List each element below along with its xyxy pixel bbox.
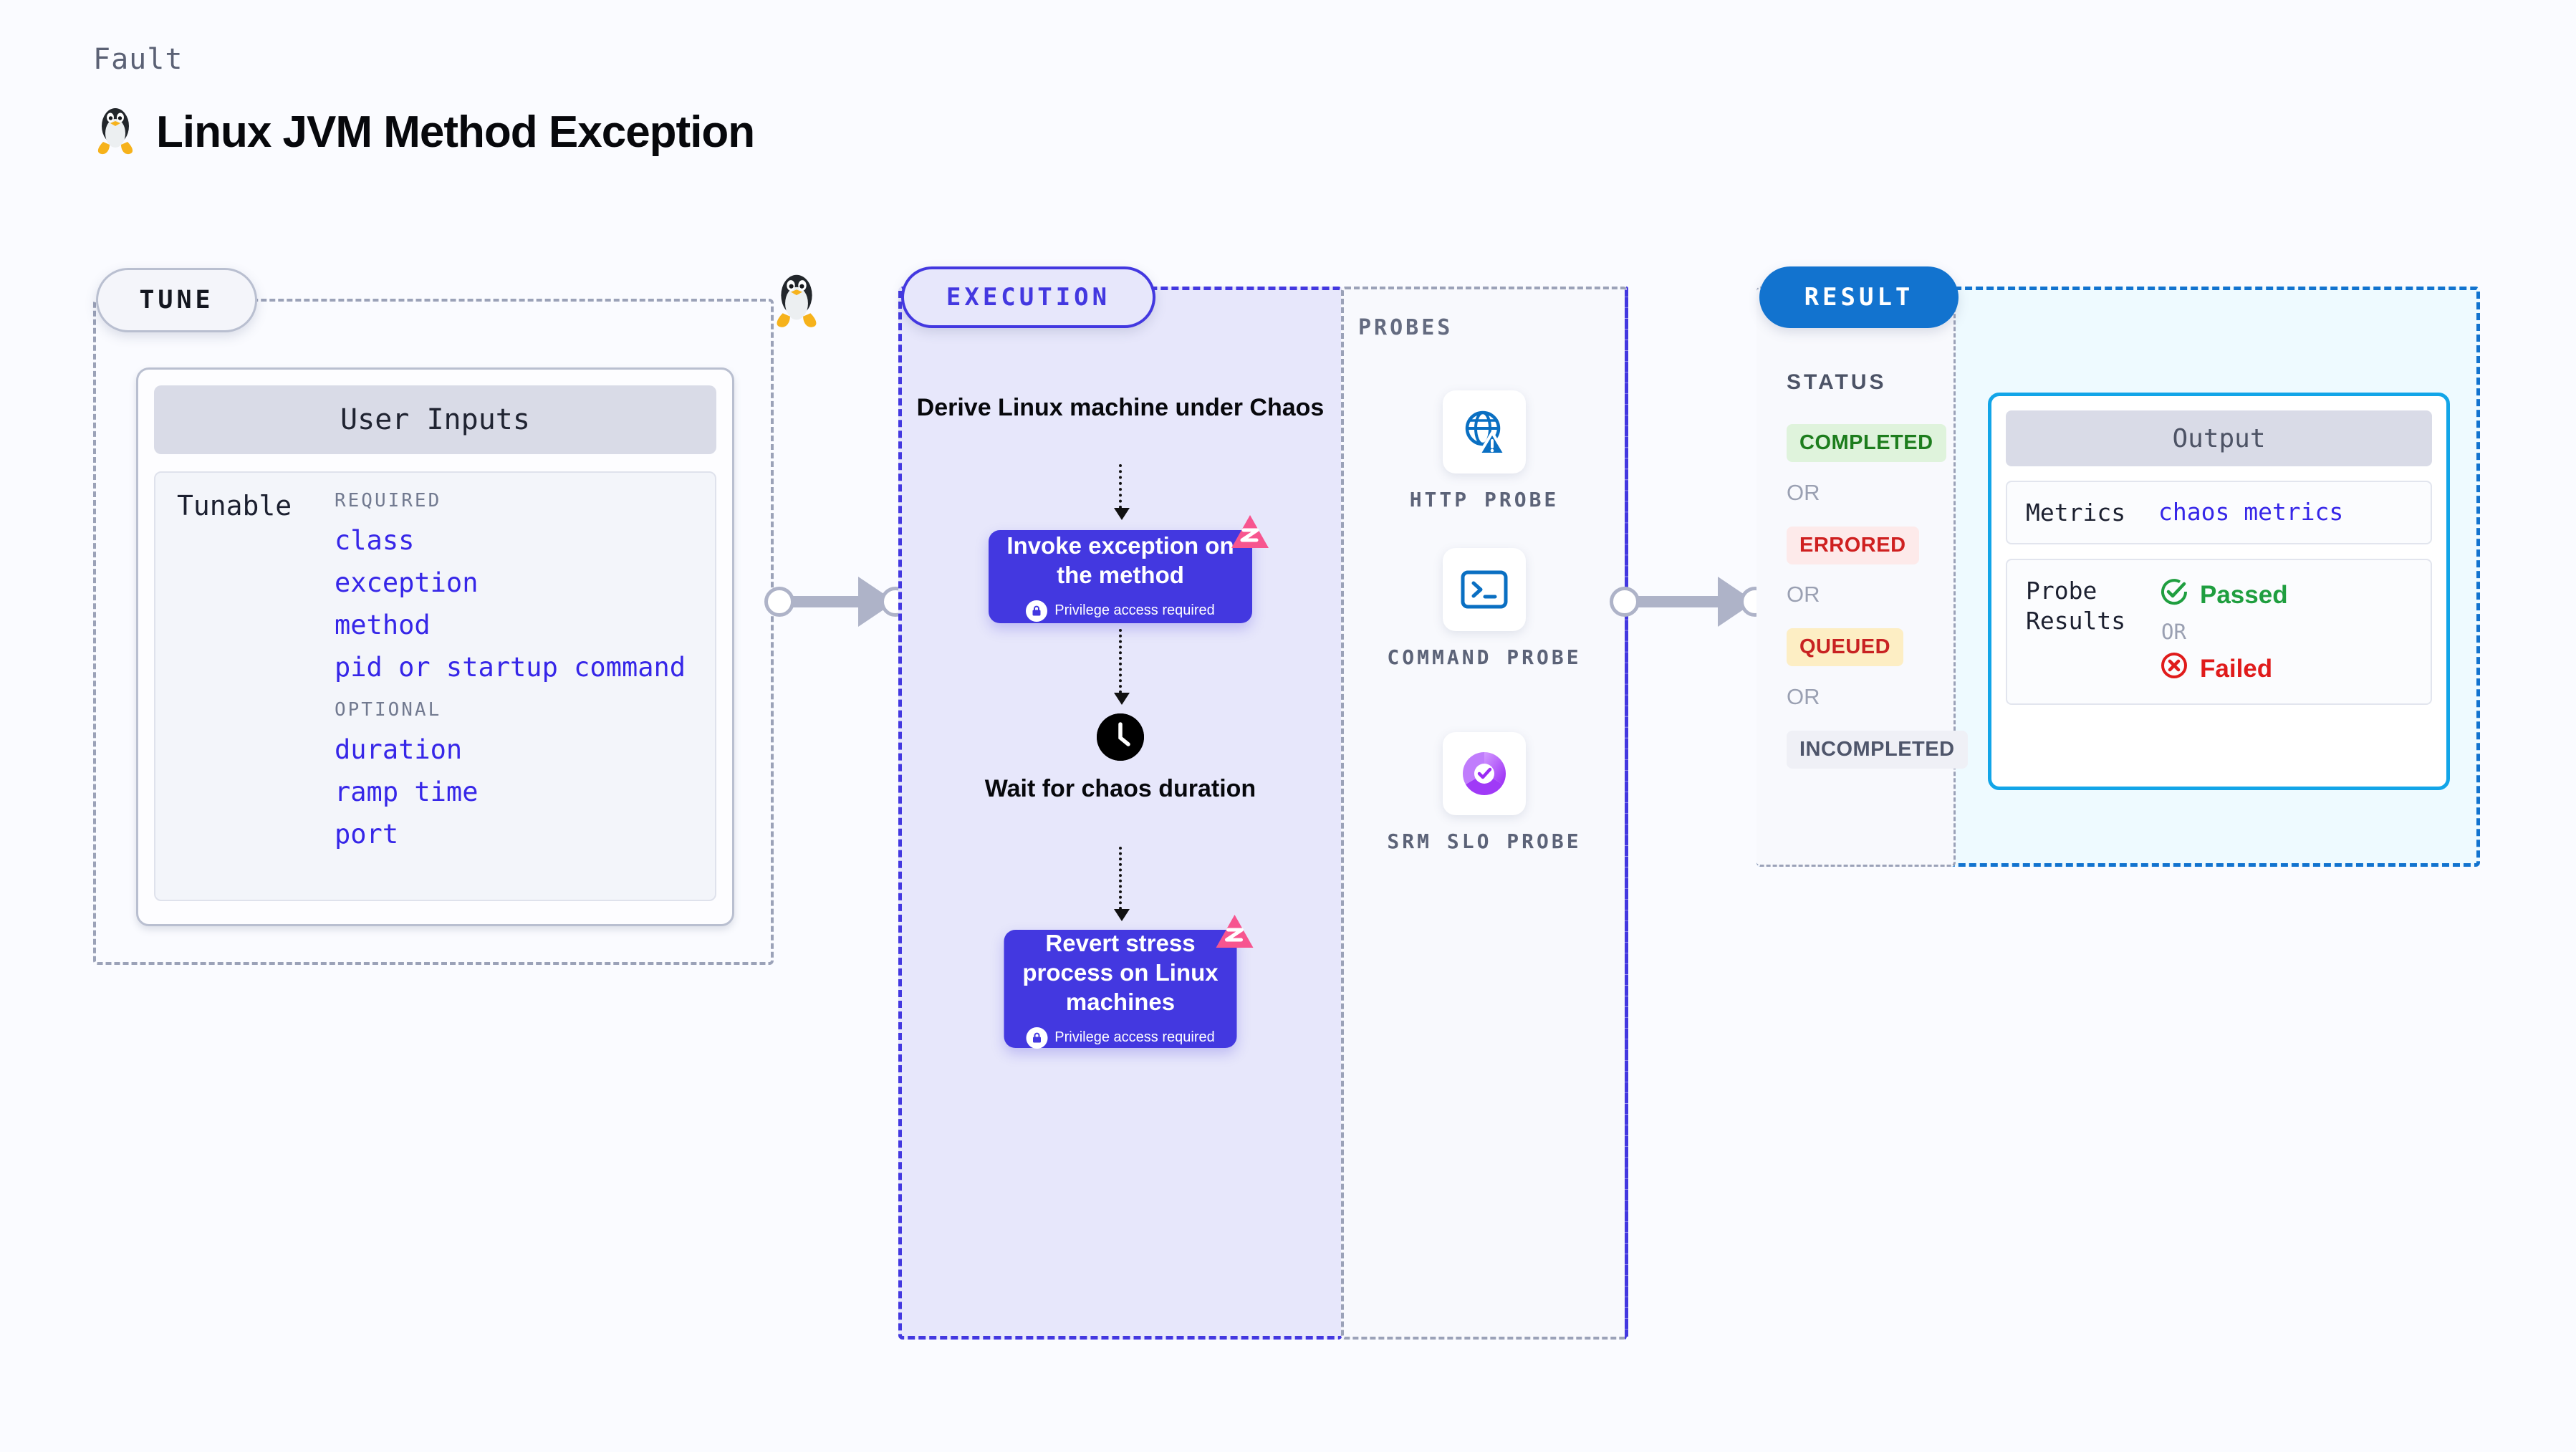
lock-icon	[1026, 1027, 1048, 1049]
output-title: Output	[2006, 410, 2432, 466]
status-badge-completed: COMPLETED	[1787, 424, 1946, 462]
check-circle-icon	[2158, 576, 2190, 614]
tunable-panel: Tunable REQUIRED class exception method …	[154, 471, 716, 901]
globe-warning-icon	[1443, 390, 1526, 473]
lock-icon	[1026, 600, 1048, 622]
flow-arrow-1	[1114, 464, 1130, 520]
action-note-text: Privilege access required	[1054, 602, 1215, 619]
metrics-key: Metrics	[2026, 499, 2126, 527]
tunable-item[interactable]: duration	[335, 734, 463, 765]
probe-results-key-text: Probe Results	[2026, 577, 2126, 635]
flow-caption-derive: Derive Linux machine under Chaos	[916, 394, 1325, 421]
output-card: Output Metrics chaos metrics Probe Resul…	[1988, 393, 2450, 790]
connector-tune-to-execution	[764, 577, 910, 627]
litmus-logo-icon	[1213, 911, 1257, 956]
tunable-item[interactable]: ramp time	[335, 777, 479, 807]
action-note-text: Privilege access required	[1054, 1029, 1215, 1046]
probe-srm-slo[interactable]: SRM SLO PROBE	[1341, 732, 1628, 855]
execution-flow: Derive Linux machine under Chaos Invoke …	[898, 287, 1342, 1340]
tunable-item[interactable]: method	[335, 610, 431, 640]
execution-stage-box	[898, 287, 1342, 1340]
litmus-logo-icon	[1228, 511, 1272, 556]
probe-result-passed: Passed	[2158, 576, 2288, 614]
action-note: Privilege access required	[1026, 600, 1215, 622]
page-title: Linux JVM Method Exception	[156, 107, 755, 157]
flow-arrow-3	[1114, 847, 1130, 921]
probe-label: HTTP PROBE	[1409, 488, 1559, 511]
probe-label: SRM SLO PROBE	[1387, 830, 1582, 853]
probe-result-failed: Failed	[2158, 650, 2288, 688]
slo-donut-check-icon	[1443, 732, 1526, 815]
status-badge-incompleted: INCOMPLETED	[1787, 731, 1968, 769]
action-invoke-exception[interactable]: Invoke exception on the method Privilege…	[989, 515, 1269, 623]
status-or-1: OR	[1787, 480, 1820, 505]
execution-stage-right-edge	[1625, 287, 1628, 1340]
probe-command[interactable]: COMMAND PROBE	[1341, 548, 1628, 671]
probe-http[interactable]: HTTP PROBE	[1341, 390, 1628, 514]
status-badge-errored: ERRORED	[1787, 527, 1919, 564]
probe-result-or: OR	[2161, 620, 2186, 645]
tunable-list: REQUIRED class exception method pid or s…	[335, 490, 715, 900]
tunable-item[interactable]: pid or startup command	[335, 652, 686, 683]
result-status-column	[1756, 287, 1956, 867]
clock-icon	[1097, 713, 1144, 761]
probe-result-passed-label: Passed	[2200, 580, 2288, 609]
action-title: Invoke exception on the method	[1006, 532, 1234, 588]
probe-results-key: Probe Results	[2026, 576, 2158, 635]
probe-result-failed-label: Failed	[2200, 654, 2273, 683]
status-or-2: OR	[1787, 582, 1820, 607]
page-header: Fault Linux JVM Method Exception	[93, 43, 755, 160]
flow-arrow-2	[1114, 629, 1130, 705]
metrics-value[interactable]: chaos metrics	[2158, 498, 2344, 526]
user-inputs-title: User Inputs	[154, 385, 716, 454]
x-circle-icon	[2158, 650, 2190, 688]
status-label: STATUS	[1787, 370, 1887, 394]
probe-label: COMMAND PROBE	[1387, 645, 1582, 669]
tunable-label: Tunable	[177, 490, 292, 521]
linux-penguin-icon	[93, 105, 138, 160]
tune-stage-box	[93, 299, 774, 965]
tunable-item[interactable]: exception	[335, 567, 479, 598]
tunable-item[interactable]: port	[335, 819, 399, 850]
probes-label: PROBES	[1358, 315, 1453, 340]
terminal-icon	[1443, 548, 1526, 631]
result-stage-pill[interactable]: RESULT	[1759, 266, 1959, 328]
flow-caption-wait: Wait for chaos duration	[984, 775, 1256, 802]
status-or-3: OR	[1787, 684, 1820, 709]
probe-results-values: Passed OR Failed	[2158, 576, 2288, 688]
output-probe-results-row: Probe Results Passed OR	[2006, 559, 2432, 706]
output-metrics-row: Metrics chaos metrics	[2006, 481, 2432, 545]
action-revert-stress[interactable]: Revert stress process on Linux machines …	[1004, 915, 1254, 1049]
execution-stage-pill[interactable]: EXECUTION	[901, 266, 1155, 328]
status-badge-queued: QUEUED	[1787, 628, 1904, 666]
action-note: Privilege access required	[1026, 1027, 1215, 1049]
tunable-item[interactable]: class	[335, 525, 415, 556]
linux-penguin-icon-connector	[768, 271, 825, 330]
eyebrow-label: Fault	[93, 43, 183, 76]
tune-stage-pill[interactable]: TUNE	[96, 268, 257, 332]
group-heading-optional: OPTIONAL	[335, 699, 442, 721]
group-heading-required: REQUIRED	[335, 490, 442, 511]
title-row: Linux JVM Method Exception	[93, 105, 755, 160]
user-inputs-card: User Inputs Tunable REQUIRED class excep…	[136, 367, 734, 926]
action-title: Revert stress process on Linux machines	[1022, 930, 1219, 1015]
connector-execution-to-result	[1610, 577, 1770, 627]
